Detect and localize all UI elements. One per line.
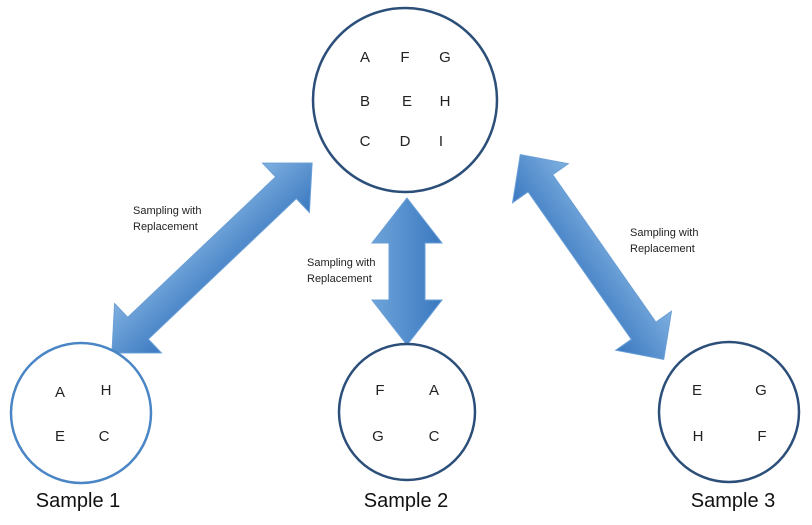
sample1-circle [9, 341, 153, 485]
sample2-circle [337, 342, 477, 482]
sample2-node: F A G C Sample 2 [337, 342, 477, 512]
arrow-population-sample3 [511, 154, 673, 360]
sample1-label: Sample 1 [36, 490, 121, 512]
population-circle [311, 6, 499, 194]
sample3-letter: G [755, 382, 767, 399]
population-letter: I [439, 133, 443, 150]
edge-label-line2: Replacement [133, 221, 198, 233]
sample2-letter: F [375, 382, 384, 399]
sample3-letter: E [692, 382, 702, 399]
sample1-letter: H [101, 382, 112, 399]
population-letter: E [402, 93, 412, 110]
population-letter: B [360, 93, 370, 110]
sample2-letter: G [372, 428, 384, 445]
edge-label-line2: Replacement [630, 243, 695, 255]
edge-label-line1: Sampling with [133, 205, 201, 217]
sample1-letter: E [55, 428, 65, 445]
edge-label-sample1: Sampling with Replacement [133, 205, 201, 233]
sample2-letter: A [429, 382, 439, 399]
population-letter: D [400, 133, 411, 150]
sample2-label: Sample 2 [364, 490, 449, 512]
population-letter: H [440, 93, 451, 110]
sample3-node: E G H F Sample 3 [657, 340, 801, 512]
population-letter: C [360, 133, 371, 150]
population-letter: G [439, 49, 451, 66]
population-letter: F [400, 49, 409, 66]
edge-label-sample2: Sampling with Replacement [307, 257, 375, 285]
edge-label-line1: Sampling with [630, 227, 698, 239]
population-node: A F G B E H C D I [311, 6, 499, 194]
population-letter: A [360, 49, 370, 66]
sample1-letter: A [55, 384, 65, 401]
sample3-circle [657, 340, 801, 484]
sample2-letter: C [429, 428, 440, 445]
sample3-letter: H [693, 428, 704, 445]
sample1-letter: C [99, 428, 110, 445]
sample1-node: A H E C Sample 1 [9, 341, 153, 512]
edge-label-line1: Sampling with [307, 257, 375, 269]
edge-label-line2: Replacement [307, 273, 372, 285]
arrow-population-sample2 [370, 197, 444, 346]
sample3-label: Sample 3 [691, 490, 776, 512]
edge-label-sample3: Sampling with Replacement [630, 227, 698, 255]
sample3-letter: F [757, 428, 766, 445]
arrow-population-sample1 [111, 162, 313, 354]
